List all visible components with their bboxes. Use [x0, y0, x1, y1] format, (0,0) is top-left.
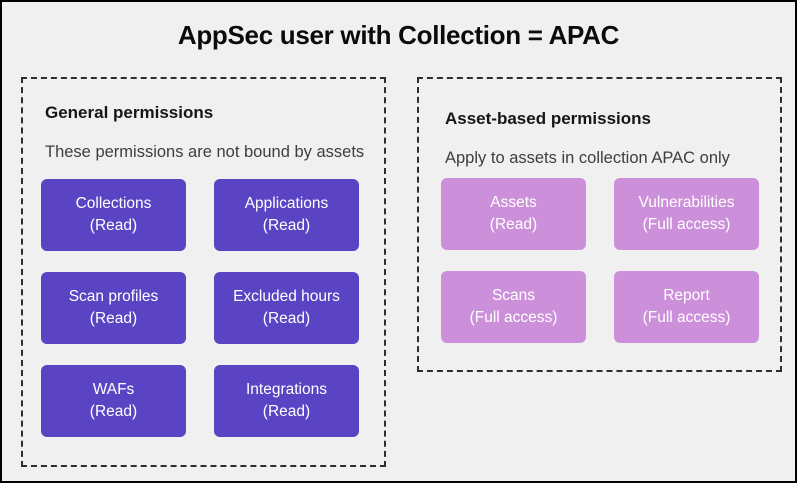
permission-name: Scan profiles: [68, 288, 159, 305]
permission-box-report: Report (Full access): [614, 271, 759, 343]
asset-based-permissions-panel: Asset-based permissions Apply to assets …: [417, 77, 782, 372]
permission-name: Assets: [490, 194, 537, 211]
asset-based-permissions-subtitle: Apply to assets in collection APAC only: [445, 149, 730, 167]
permission-box-wafs: WAFs (Read): [41, 365, 186, 437]
permission-access-level: (Read): [262, 403, 311, 420]
permission-box-scans: Scans (Full access): [441, 271, 586, 343]
permission-access-level: (Read): [89, 403, 138, 420]
permission-name: Collections: [75, 195, 152, 212]
permission-box-collections: Collections (Read): [41, 179, 186, 251]
permission-name: Report: [663, 287, 710, 304]
asset-based-permissions-grid: Assets (Read) Vulnerabilities (Full acce…: [441, 178, 759, 343]
permission-access-level: (Read): [89, 217, 138, 234]
permission-name: WAFs: [92, 381, 135, 398]
general-permissions-grid: Collections (Read) Applications (Read) S…: [41, 179, 366, 437]
permission-access-level: (Read): [489, 216, 538, 233]
permission-box-integrations: Integrations (Read): [214, 365, 359, 437]
permission-access-level: (Read): [89, 310, 138, 327]
diagram-title: AppSec user with Collection = APAC: [177, 20, 620, 50]
general-permissions-heading: General permissions: [45, 103, 214, 122]
asset-based-permissions-heading: Asset-based permissions: [445, 109, 651, 128]
permission-name: Excluded hours: [233, 288, 340, 305]
permission-access-level: (Full access): [469, 309, 558, 326]
permission-box-excluded-hours: Excluded hours (Read): [214, 272, 359, 344]
permission-box-vulnerabilities: Vulnerabilities (Full access): [614, 178, 759, 250]
permission-access-level: (Read): [262, 310, 311, 327]
permission-name: Applications: [244, 195, 329, 212]
permission-name: Integrations: [246, 381, 327, 398]
permission-box-applications: Applications (Read): [214, 179, 359, 251]
permission-box-assets: Assets (Read): [441, 178, 586, 250]
permission-access-level: (Full access): [642, 216, 731, 233]
permission-access-level: (Read): [262, 217, 311, 234]
general-permissions-subtitle: These permissions are not bound by asset…: [45, 143, 365, 161]
permission-box-scan-profiles: Scan profiles (Read): [41, 272, 186, 344]
permission-name: Vulnerabilities: [638, 194, 735, 211]
general-permissions-panel: General permissions These permissions ar…: [21, 77, 386, 467]
permission-access-level: (Full access): [642, 309, 731, 326]
permission-name: Scans: [491, 287, 536, 304]
